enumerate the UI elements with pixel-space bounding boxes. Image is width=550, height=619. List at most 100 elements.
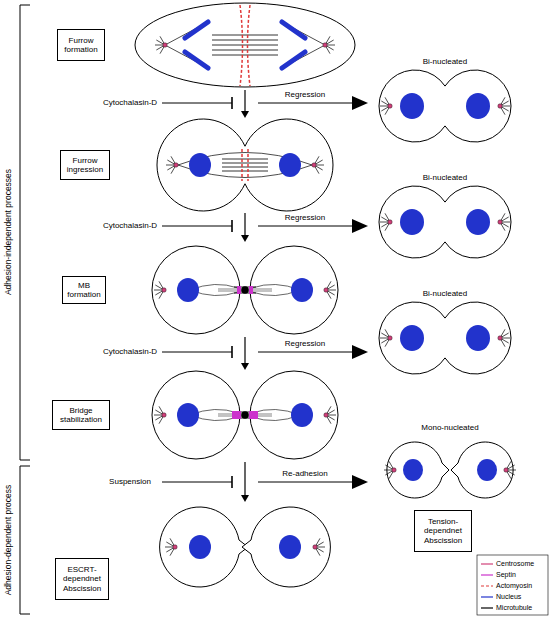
nucleus (177, 278, 199, 302)
illustration-layer (20, 3, 548, 615)
actomyosin-ring (247, 149, 249, 181)
legend-label: Centrosome (496, 559, 534, 569)
nucleus (466, 209, 490, 235)
midbody (241, 286, 249, 294)
annotation-label: Bi-nucleated (423, 58, 467, 67)
septin-band (249, 286, 253, 294)
box-label: Bridge stabilization (55, 406, 107, 424)
outcome-arrow-head (352, 219, 368, 233)
annotation-label: Cytochalasin-D (103, 222, 157, 231)
centrosome (162, 288, 166, 292)
nucleus (403, 459, 423, 481)
actomyosin-ring (241, 149, 243, 181)
inhibition-bar (231, 346, 233, 358)
actomyosin-ring (248, 5, 251, 86)
annotation-label: Bi-nucleated (423, 290, 467, 299)
outcome-arrow (258, 482, 352, 483)
midzone-microtubule (212, 50, 278, 51)
bi-nucleated-cell (379, 70, 511, 142)
nucleus (400, 93, 424, 119)
chromosome-mass (185, 52, 208, 68)
actomyosin-ring (240, 5, 243, 86)
legend-frame (477, 555, 548, 615)
arrow-head (241, 495, 249, 502)
inhibition-bar (231, 220, 233, 232)
centrosome (388, 336, 392, 340)
progression-arrow (244, 462, 245, 496)
chromosome-mass (282, 52, 305, 68)
mono-nucleated-cell (387, 442, 449, 498)
mono-nucleated-cell (451, 442, 513, 498)
process-box: Furrow ingression (60, 150, 110, 180)
legend-samples (481, 564, 493, 608)
midzone-microtubule (222, 159, 268, 160)
progression-arrow (244, 337, 245, 364)
nucleus (189, 535, 211, 559)
box-label: ESCRT-dependnet Abscission (58, 565, 106, 593)
septin-band (232, 411, 241, 419)
annotation-label: Mono-nucleated (421, 424, 478, 433)
legend-sample-line (481, 574, 493, 575)
spindle-microtubule (165, 22, 208, 45)
box-label: Tension-dependnet Abscission (417, 517, 469, 545)
annotation-label: Suspension (109, 478, 151, 487)
centrosome (498, 104, 502, 108)
bi-nucleated-cell (379, 186, 511, 258)
cell-outline (157, 119, 333, 211)
daughter-cell-outline (242, 507, 330, 587)
nucleus (400, 325, 424, 351)
legend-sample-line (481, 585, 493, 586)
inhibition-line (162, 352, 232, 353)
centrosome (174, 163, 178, 167)
centrosome (388, 104, 392, 108)
centrosome (498, 336, 502, 340)
centrosome (324, 413, 328, 417)
midzone-microtubule (222, 163, 268, 164)
cell-outline (152, 246, 240, 334)
phase-label: Adhesion-independent processes (4, 169, 13, 295)
outcome-arrow-head (352, 345, 368, 359)
legend-label: Actomyosin (496, 581, 532, 591)
progression-arrow (244, 90, 245, 112)
septin-band (249, 411, 258, 419)
legend-sample-line (481, 563, 493, 564)
legend-label: Nucleus (496, 592, 521, 602)
legend-sample-line (481, 607, 493, 608)
centrosome (323, 43, 327, 47)
box-label: MB formation (65, 281, 103, 299)
annotation-label: Regression (285, 91, 325, 100)
annotation-label: Bi-nucleated (423, 174, 467, 183)
legend-label: Septin (496, 570, 516, 580)
cell-outline (152, 371, 240, 459)
midbody (241, 411, 249, 419)
outcome-arrow (258, 226, 352, 227)
midzone-microtubule (222, 167, 268, 168)
bridge-opening (234, 287, 256, 293)
outcome-arrow (258, 103, 352, 104)
centrosome (392, 468, 396, 472)
annotation-label: Cytochalasin-D (103, 348, 157, 357)
centrosome (163, 43, 167, 47)
phase-bracket (20, 466, 30, 614)
daughter-cell-outline (160, 507, 248, 587)
arrow-head (241, 363, 249, 370)
outcome-arrow (258, 352, 352, 353)
nucleus (279, 535, 301, 559)
progression-arrow (244, 213, 245, 236)
centrosome (324, 288, 328, 292)
legend-sample-line (481, 596, 493, 597)
nucleus (466, 93, 490, 119)
inhibition-line (162, 226, 232, 227)
midzone-microtubule (212, 55, 278, 56)
inhibition-line (162, 103, 232, 104)
chromosome-mass (282, 22, 305, 38)
centrosome (312, 163, 316, 167)
nucleus (400, 209, 424, 235)
cell-outline (250, 371, 338, 459)
spindle-microtubule (282, 45, 325, 68)
inhibition-line (162, 482, 232, 483)
process-box: Furrow formation (57, 29, 105, 61)
centrosome (504, 468, 508, 472)
midzone-microtubule (222, 171, 268, 172)
